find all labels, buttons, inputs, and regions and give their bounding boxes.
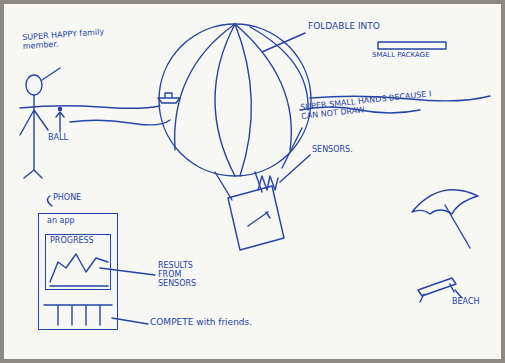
figure-body — [20, 95, 48, 178]
node-text: an app — [47, 217, 75, 226]
note-label: FOLDABLE INTO — [308, 22, 418, 32]
chart-axis — [50, 285, 108, 286]
leader-line — [42, 68, 60, 80]
leader-line — [455, 290, 462, 298]
note-label: BEACH — [452, 298, 502, 307]
ball-stripe — [215, 24, 235, 176]
sea-line — [20, 106, 160, 109]
ball-stripe — [235, 24, 251, 176]
pointer-arrow — [56, 112, 64, 132]
note-label: SMALL PACKAGE — [372, 52, 482, 60]
umbrella-canopy — [412, 190, 478, 214]
note-label: COMPETE with friends. — [150, 318, 300, 328]
leader-line — [282, 128, 302, 168]
figure-head — [26, 75, 42, 95]
node-text: PROGRESS — [50, 237, 94, 246]
ball-stripe — [250, 27, 308, 110]
ship-symbol — [158, 93, 180, 103]
sensor-hands — [258, 176, 278, 190]
note-label: SENSORS. — [312, 146, 382, 155]
leader-line — [100, 268, 155, 275]
pointer-arrow — [47, 196, 52, 206]
umbrella-pole — [445, 205, 470, 248]
note-label: RESULTS FROM SENSORS — [158, 262, 218, 288]
sensor-box — [228, 186, 284, 250]
app-buttons — [44, 305, 112, 325]
node-text: PHONE — [53, 194, 81, 203]
ball-dot — [58, 107, 61, 110]
note-label: BALL — [48, 134, 88, 143]
beach-chair — [418, 278, 456, 302]
leader-line — [262, 33, 305, 52]
sensor-mark — [248, 212, 270, 226]
ball-stripe — [175, 24, 235, 150]
package-symbol — [378, 42, 446, 49]
ball-outline — [159, 24, 311, 176]
leader-line — [280, 155, 310, 182]
chart-box: PROGRESS — [45, 234, 111, 290]
phone-box: PHONEan appPROGRESS — [38, 213, 118, 330]
paper-sheet — [4, 4, 501, 359]
wave-line — [70, 120, 170, 125]
